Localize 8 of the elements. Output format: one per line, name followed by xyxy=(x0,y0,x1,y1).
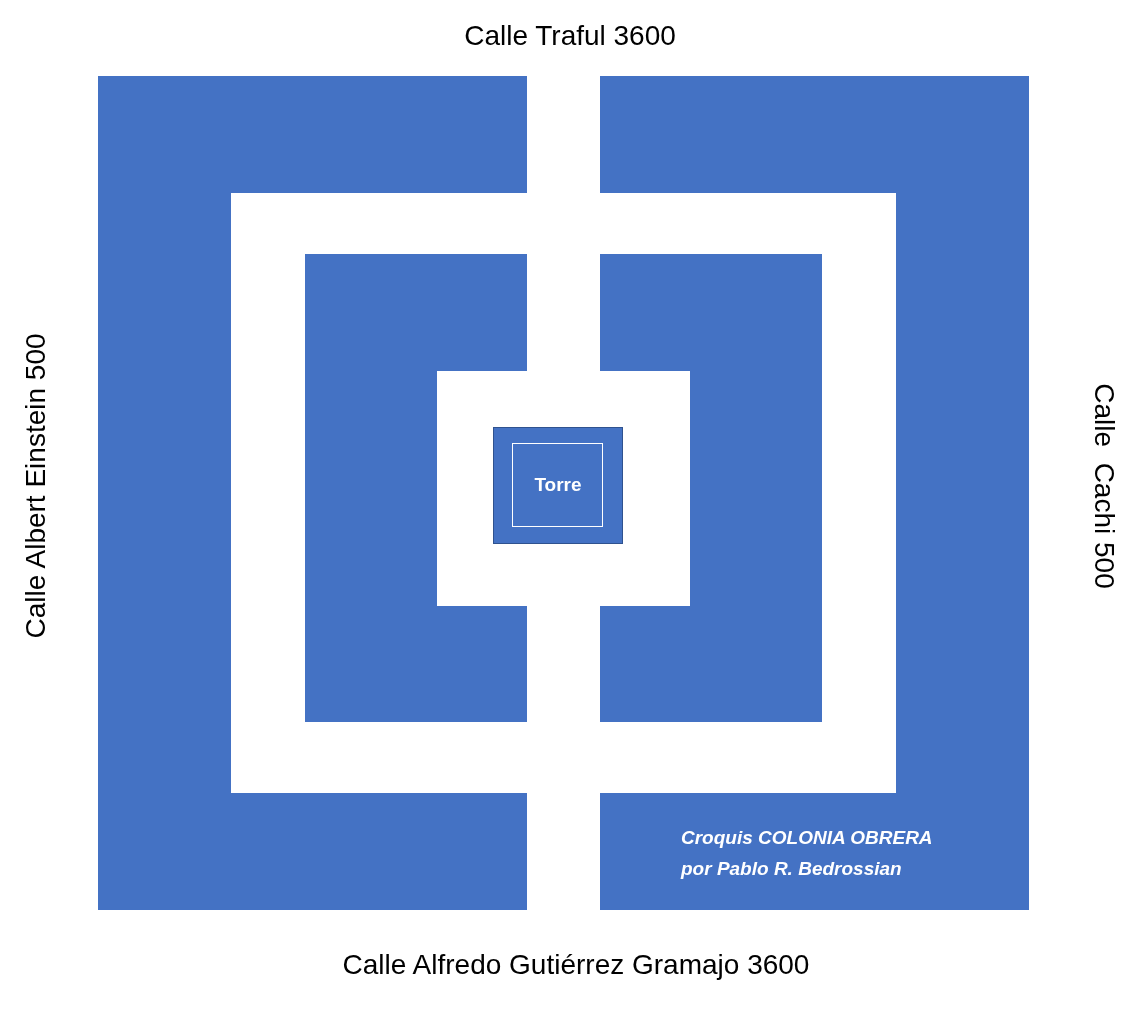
street-label: Calle Cachi 500 xyxy=(1088,383,1121,589)
street-label: Calle Albert Einstein 500 xyxy=(19,333,52,639)
tower-label: Torre xyxy=(534,473,582,498)
street-label: Calle Traful 3600 xyxy=(464,19,676,53)
street-label: Calle Alfredo Gutiérrez Gramajo 3600 xyxy=(342,948,810,982)
caption-text: por Pablo R. Bedrossian xyxy=(681,857,902,881)
caption-text: Croquis COLONIA OBRERA xyxy=(681,826,933,850)
tower-box xyxy=(493,427,623,544)
